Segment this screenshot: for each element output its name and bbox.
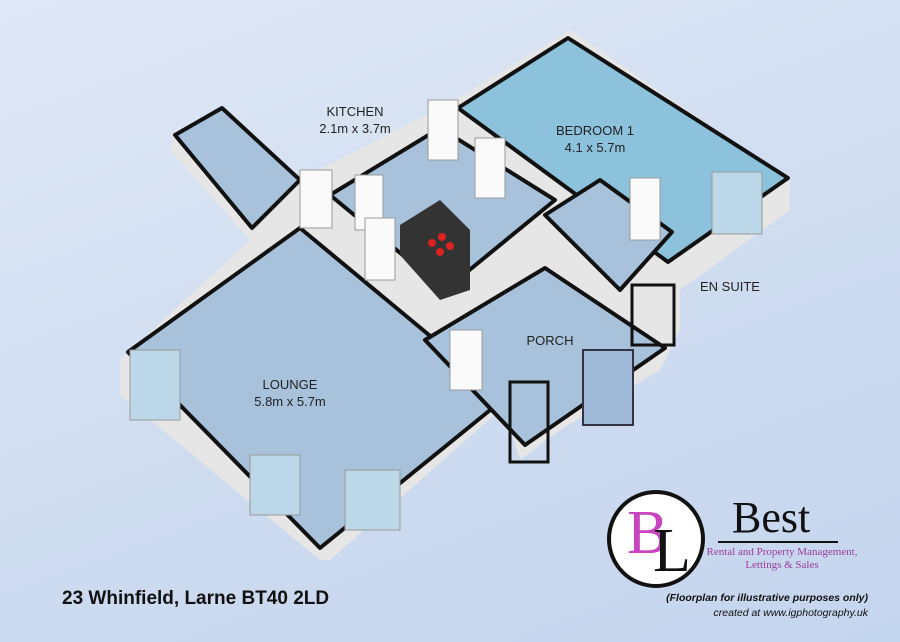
room-size: 2.1m x 3.7m xyxy=(319,121,391,136)
door xyxy=(299,169,333,229)
room-label-ensuite: EN SUITE xyxy=(680,278,780,295)
room-label-bedroom: BEDROOM 1 4.1 x 5.7m xyxy=(525,122,665,156)
door xyxy=(427,99,459,161)
gate xyxy=(582,349,634,426)
hob-ring xyxy=(428,239,436,247)
door xyxy=(629,177,661,241)
divider xyxy=(718,541,838,543)
logo-letter-b: B xyxy=(627,499,669,567)
kitchen-counter xyxy=(400,200,470,300)
gate xyxy=(630,283,676,347)
brand-name: Best xyxy=(732,493,811,542)
room-name: LOUNGE xyxy=(262,377,318,392)
window xyxy=(711,171,763,235)
room-size: 4.1 x 5.7m xyxy=(564,140,626,155)
window xyxy=(344,469,401,531)
room-name: PORCH xyxy=(526,333,574,348)
room-name: BEDROOM 1 xyxy=(555,123,634,138)
window xyxy=(249,454,301,516)
gate xyxy=(508,380,550,464)
room-name: EN SUITE xyxy=(700,279,760,294)
door xyxy=(474,137,506,199)
room-label-kitchen: KITCHEN 2.1m x 3.7m xyxy=(285,103,425,137)
disclaimer: (Floorplan for illustrative purposes onl… xyxy=(666,592,868,604)
agency-logo: B L xyxy=(607,490,705,588)
room-label-lounge: LOUNGE 5.8m x 5.7m xyxy=(220,376,360,410)
logo-letter-l: L xyxy=(653,517,691,585)
property-address: 23 Whinfield, Larne BT40 2LD xyxy=(62,588,330,609)
hob-ring xyxy=(436,248,444,256)
ensuite-floor xyxy=(543,178,674,292)
door xyxy=(364,217,396,281)
window xyxy=(129,349,181,421)
room-name: KITCHEN xyxy=(326,104,384,119)
hob-ring xyxy=(438,233,446,241)
room-size: 5.8m x 5.7m xyxy=(254,394,326,409)
porch-floor xyxy=(423,266,667,447)
credit: created at www.igphotography.uk xyxy=(713,607,868,619)
door xyxy=(449,329,483,391)
brand-tagline: Rental and Property Management, Lettings… xyxy=(706,546,858,571)
room-label-porch: PORCH xyxy=(500,332,600,349)
hob-ring xyxy=(446,242,454,250)
